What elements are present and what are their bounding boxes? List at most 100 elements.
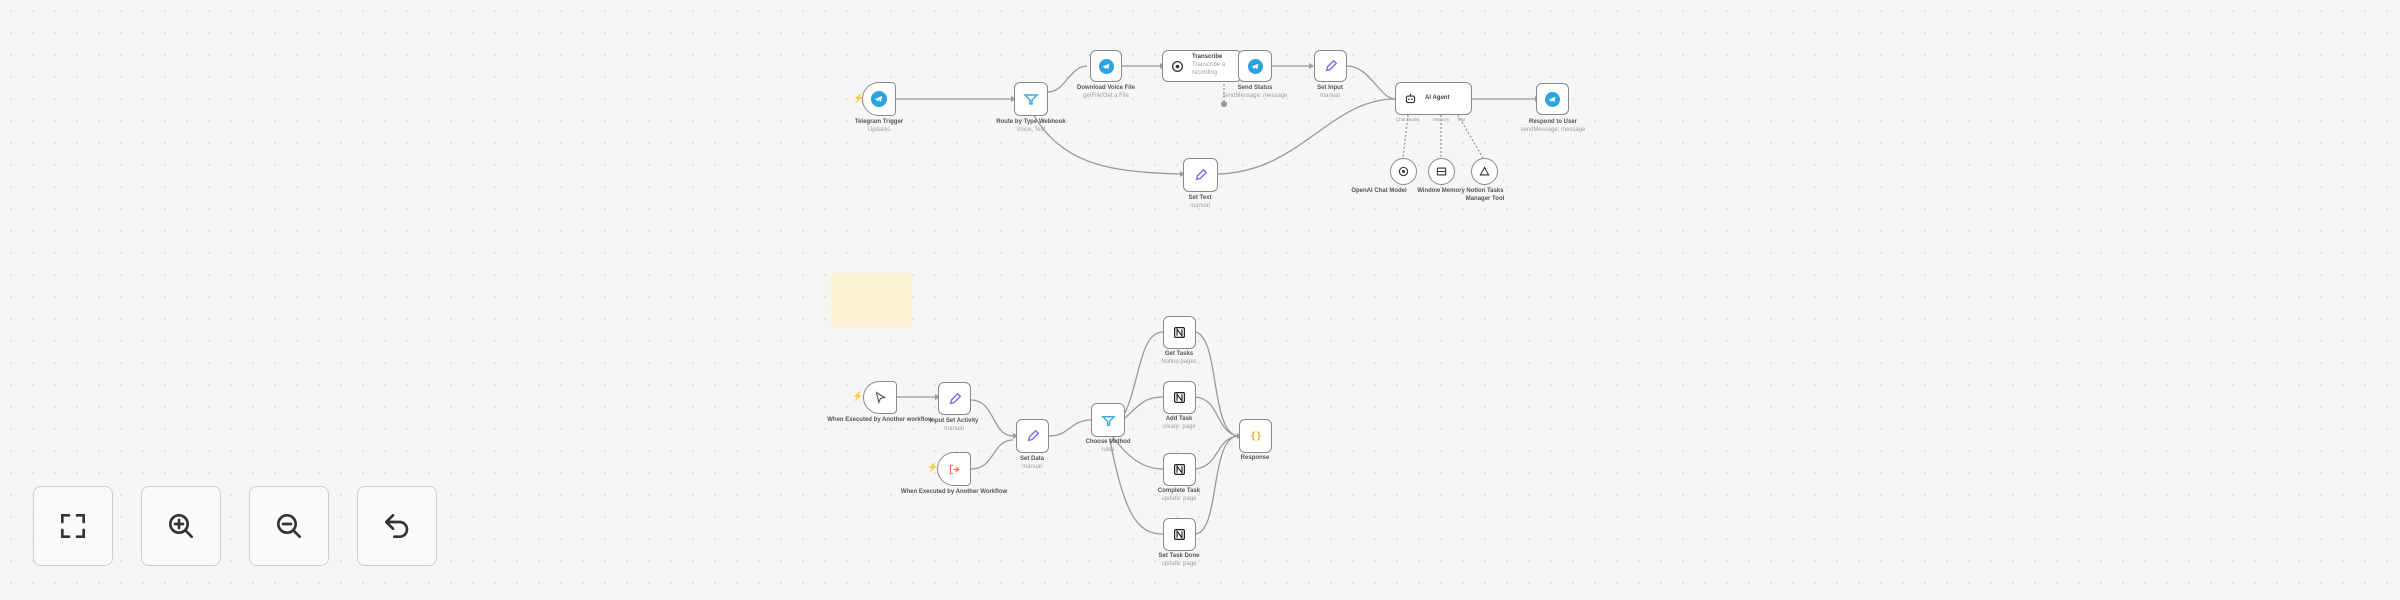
connection xyxy=(1124,331,1164,414)
node-response[interactable]: {} xyxy=(1239,419,1272,453)
connection xyxy=(970,439,1014,470)
node-openai-chat-model[interactable] xyxy=(1390,158,1417,185)
node-subtitle: Transcribe a recording xyxy=(1192,62,1226,76)
sticky-note[interactable] xyxy=(831,273,912,327)
node-label: When Executed by Another Workflow xyxy=(900,489,1008,495)
connection xyxy=(1109,439,1164,535)
zoom-out-icon xyxy=(277,514,301,538)
connection xyxy=(1457,114,1484,159)
zoom-out-button[interactable] xyxy=(249,486,329,566)
node-label: OpenAI Chat Model xyxy=(1351,188,1407,194)
svg-text:{}: {} xyxy=(1250,431,1262,442)
trigger-bolt-icon: ⚡ xyxy=(927,462,939,472)
connection xyxy=(1195,331,1238,437)
node-route-by-type[interactable] xyxy=(1014,82,1048,116)
node-when-executed-trigger[interactable] xyxy=(863,381,897,414)
connection xyxy=(970,399,1014,437)
node-download-voice-file[interactable] xyxy=(1090,50,1122,82)
robot-icon xyxy=(1404,92,1417,105)
telegram-icon xyxy=(1098,58,1114,74)
node-label: Window Memory xyxy=(1417,188,1465,194)
node-set-data[interactable] xyxy=(1016,419,1049,453)
fit-view-icon xyxy=(61,514,85,538)
connection xyxy=(1195,435,1238,535)
pencil-icon xyxy=(1324,59,1338,73)
trigger-bolt-icon: ⚡ xyxy=(852,391,864,401)
undo-icon xyxy=(385,514,409,538)
switch-icon xyxy=(1100,413,1116,428)
notion-icon xyxy=(1173,391,1186,404)
openai-icon xyxy=(1171,60,1184,73)
pencil-icon xyxy=(1026,429,1040,443)
pencil-icon xyxy=(948,392,962,406)
node-label: Telegram Trigger Updates xyxy=(854,119,904,133)
node-add-task[interactable] xyxy=(1163,381,1196,414)
node-window-memory[interactable] xyxy=(1428,158,1455,185)
node-complete-task[interactable] xyxy=(1163,453,1196,486)
fit-view-button[interactable] xyxy=(33,486,113,566)
node-label: Set Input manual xyxy=(1317,85,1343,99)
node-telegram-trigger[interactable] xyxy=(862,82,896,116)
node-respond-to-user[interactable] xyxy=(1536,83,1569,115)
notion-icon xyxy=(1173,463,1186,476)
switch-icon xyxy=(1023,91,1039,107)
exec-icon xyxy=(948,463,961,476)
code-icon: {} xyxy=(1248,430,1264,442)
connection xyxy=(1217,98,1396,175)
port-label: Chat Model xyxy=(1396,117,1420,122)
cursor-icon xyxy=(874,391,887,404)
node-label: Route by Type Webhook Voice, Text xyxy=(996,119,1066,133)
node-ai-agent[interactable]: AI Agent xyxy=(1395,82,1472,115)
node-input-set-activity[interactable] xyxy=(938,382,971,415)
node-label: Set Text manual xyxy=(1188,195,1212,209)
reset-zoom-button[interactable] xyxy=(357,486,437,566)
port-label: Memory xyxy=(1433,117,1450,122)
telegram-icon xyxy=(1247,58,1263,74)
node-transcribe[interactable]: Transcribe Transcribe a recording xyxy=(1162,50,1242,82)
connection xyxy=(1195,396,1238,437)
telegram-icon xyxy=(1545,91,1560,107)
node-title: AI Agent xyxy=(1425,94,1450,101)
node-label: Response xyxy=(1240,455,1270,461)
zoom-in-button[interactable] xyxy=(141,486,221,566)
node-choose-method[interactable] xyxy=(1091,403,1125,437)
node-label: Complete Task update: page xyxy=(1157,488,1201,502)
connection xyxy=(1402,114,1409,159)
trigger-bolt-icon: ⚡ xyxy=(853,93,865,103)
node-subworkflow-trigger[interactable] xyxy=(937,452,971,486)
notion-icon xyxy=(1173,528,1186,541)
node-set-text[interactable] xyxy=(1183,158,1218,192)
node-label: Respond to User sendMessage: message xyxy=(1520,119,1586,133)
port-label: Tool xyxy=(1457,117,1466,122)
node-label: Add Task create: page xyxy=(1162,416,1196,430)
node-set-input[interactable] xyxy=(1314,50,1347,82)
node-send-status[interactable] xyxy=(1238,50,1272,82)
node-label: Set Data manual xyxy=(1019,456,1044,470)
node-label: Send Status sendMessage: message xyxy=(1222,85,1288,99)
node-label: Input Set Activity manual xyxy=(929,418,979,432)
connection xyxy=(1124,396,1164,419)
connection xyxy=(1030,109,1181,175)
node-label: Download Voice File getFile/Get a File xyxy=(1077,85,1135,99)
node-get-tasks[interactable] xyxy=(1163,316,1196,349)
node-label: Choose Method rules xyxy=(1085,439,1131,453)
node-set-task-done[interactable] xyxy=(1163,518,1196,551)
node-title: Transcribe xyxy=(1192,54,1223,61)
connection xyxy=(1195,435,1238,470)
connection xyxy=(1111,435,1164,470)
node-label: When Executed by Another workflow xyxy=(827,417,933,423)
notion-icon xyxy=(1173,326,1186,339)
node-label: Notion Tasks Manager Tool xyxy=(1465,188,1505,202)
node-label: Get Tasks Notion pages xyxy=(1161,351,1197,365)
node-label: Set Task Done update: page xyxy=(1158,553,1200,567)
pencil-icon xyxy=(1194,168,1208,182)
telegram-icon xyxy=(871,91,887,107)
connection xyxy=(1346,65,1396,100)
openai-icon xyxy=(1398,166,1409,177)
connection xyxy=(1048,419,1092,437)
workflow-icon xyxy=(1479,166,1490,177)
connection xyxy=(1047,65,1088,93)
node-notion-tasks-tool[interactable] xyxy=(1471,158,1498,185)
